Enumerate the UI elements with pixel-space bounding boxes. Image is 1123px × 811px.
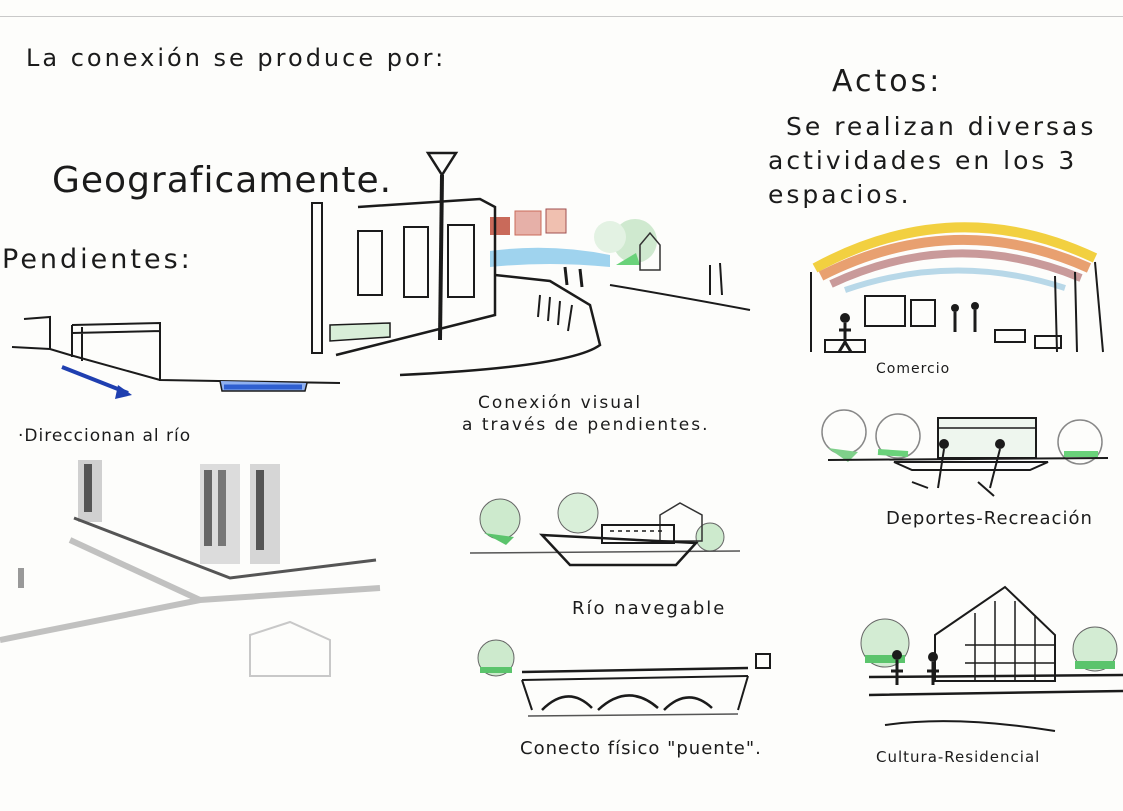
top-border-line [0,16,1123,17]
geographic-title: Geograficamente. [52,160,393,201]
boat-icon [893,461,1049,471]
visual-connection-line1: Conexión visual [478,393,643,413]
slope-arrow-icon [61,365,132,399]
bridge-icon [521,653,771,711]
tree-icon [479,498,521,545]
sports-sketch [821,409,1109,497]
tree-icon [594,219,657,265]
navigable-river-caption: Río navegable [572,598,727,619]
tree-icon [860,618,910,668]
culture-caption: Cultura-Residencial [876,748,1041,766]
bridge-sketch [477,639,771,717]
commerce-sketch [810,222,1104,353]
acts-title: Actos: [832,64,943,99]
tree-icon [477,639,515,677]
visual-connection-line2: a través de pendientes. [462,415,710,435]
culture-sketch [860,585,1123,732]
street-perspective-sketch [0,460,381,677]
boat-icon [538,524,699,567]
person-icon [837,313,853,353]
street-lamp-icon [425,151,459,341]
intro-heading: La conexión se produce por: [26,44,447,72]
slopes-label: Pendientes: [2,244,193,275]
person-icon [891,650,903,685]
bridge-caption: Conecto físico "puente". [520,738,762,759]
acts-description-line1: Se realizan diversas [786,112,1097,141]
acts-description-line2: actividades en los 3 [768,146,1078,175]
commerce-caption: Comercio [876,361,951,377]
navigable-river-sketch [469,492,741,567]
acts-description: Se realizan diversas actividades en los … [768,110,1096,212]
slope-section-sketch [11,315,341,399]
direction-note: ·Direccionan al río [18,426,192,446]
sports-caption: Deportes-Recreación [886,508,1093,529]
visual-connection-caption: Conexión visual a través de pendientes. [462,392,710,436]
tree-icon [821,409,867,462]
acts-description-line3: espacios. [768,180,912,209]
visual-connection-sketch [311,151,751,377]
